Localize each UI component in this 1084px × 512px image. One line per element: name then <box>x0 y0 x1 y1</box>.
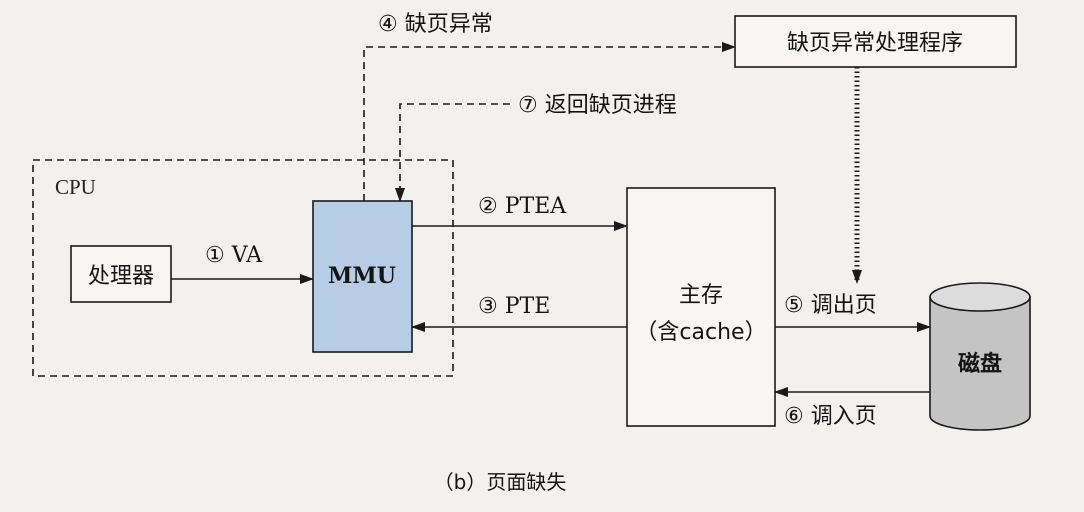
mmu-box <box>312 200 413 353</box>
main-memory-box <box>626 187 776 427</box>
cpu-boundary <box>32 159 454 377</box>
page-in-label: ⑥ 调入页 <box>784 404 877 429</box>
cpu-label: CPU <box>55 175 96 199</box>
pte-label: ③ PTE <box>478 294 550 319</box>
va-label: ① VA <box>205 243 263 268</box>
return-label: ⑦ 返回缺页进程 <box>518 93 677 118</box>
processor-box <box>70 245 172 303</box>
main-memory-label: 主存 <box>679 283 723 308</box>
page-out-label: ⑤ 调出页 <box>784 293 877 318</box>
disk-cylinder <box>929 282 1031 431</box>
page-fault-handler-label: 缺页异常处理程序 <box>787 31 963 56</box>
processor-label: 处理器 <box>88 264 154 289</box>
ptea-label: ② PTEA <box>478 194 567 219</box>
main-memory-sublabel: （含cache） <box>635 320 766 345</box>
return-arrow <box>395 103 510 202</box>
mmu-label: MMU <box>328 263 396 289</box>
page-fault-label: ④ 缺页异常 <box>378 12 493 37</box>
page-fault-handler-box <box>734 15 1017 68</box>
disk-label: 磁盘 <box>958 351 1002 377</box>
page-fault-arrow <box>363 42 736 201</box>
figure-caption: （b）页面缺失 <box>434 470 567 494</box>
